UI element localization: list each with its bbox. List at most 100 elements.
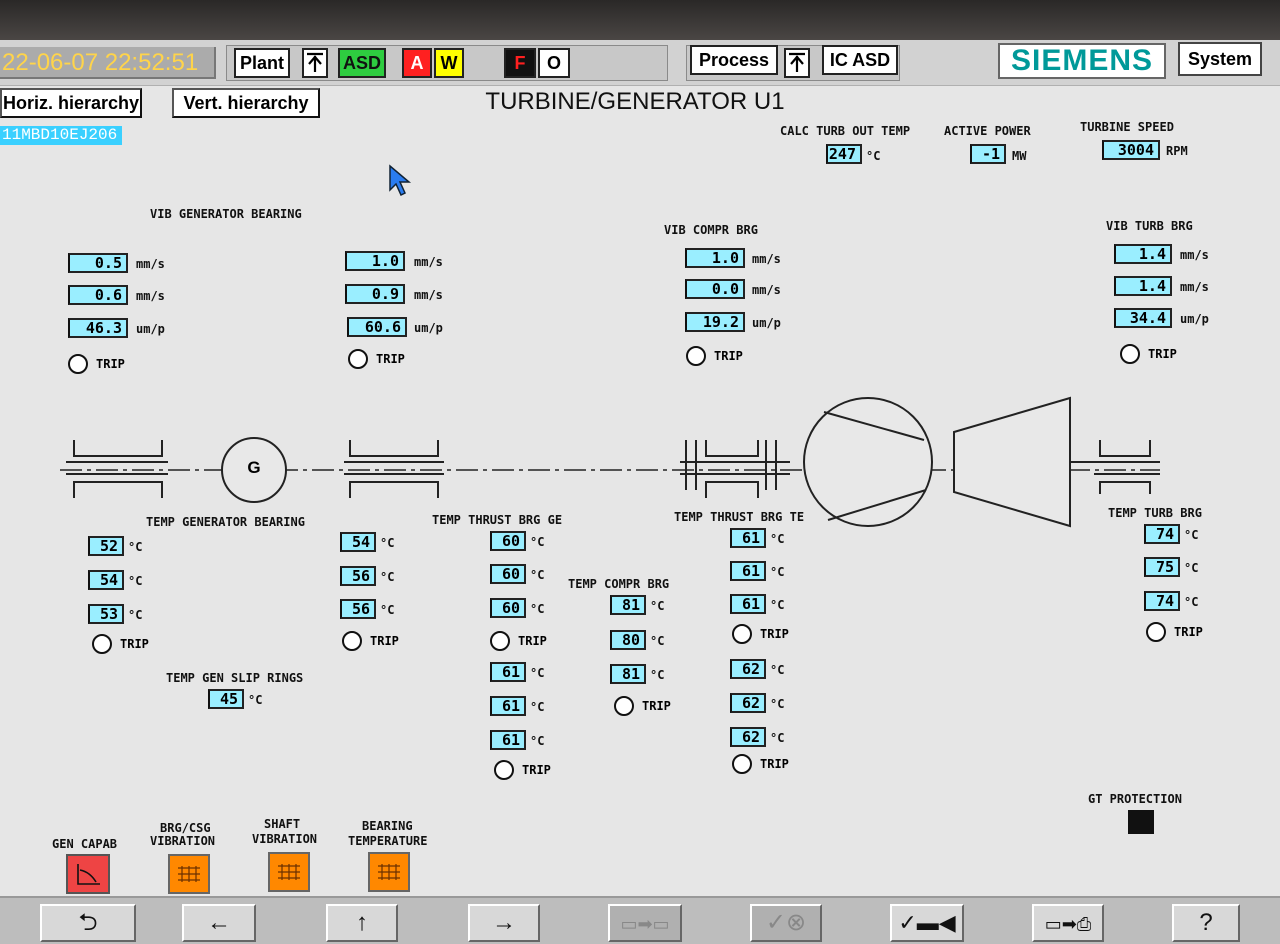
- trip-indicator[interactable]: TRIP: [490, 631, 547, 651]
- vert-hierarchy-button[interactable]: Vert. hierarchy: [172, 88, 320, 118]
- gen-capab-button[interactable]: [66, 854, 110, 894]
- next-button[interactable]: →: [468, 904, 540, 942]
- turbine-speed-value[interactable]: 3004: [1102, 140, 1160, 160]
- temp-gen2-value[interactable]: 54: [340, 532, 376, 552]
- calc-turb-out-temp-value[interactable]: 247: [826, 144, 862, 164]
- selected-tag[interactable]: 11MBD10EJ206: [0, 126, 122, 145]
- vib-turb-brg-label: VIB TURB BRG: [1106, 219, 1193, 233]
- trip-indicator[interactable]: TRIP: [342, 631, 399, 651]
- temp-compr-value[interactable]: 81: [610, 664, 646, 684]
- temp-unit: °C: [530, 700, 545, 714]
- gt-protection-indicator[interactable]: [1128, 810, 1154, 834]
- vib-gen1-value[interactable]: 0.6: [68, 285, 128, 305]
- acknowledge-icon: ✓⊗: [765, 909, 807, 936]
- temp-slip-rings-value[interactable]: 45: [208, 689, 244, 709]
- vib-compr-value[interactable]: 0.0: [685, 279, 745, 299]
- temp-thrust-ge-value[interactable]: 61: [490, 662, 526, 682]
- temp-thrust-ge-value[interactable]: 60: [490, 531, 526, 551]
- trip-indicator[interactable]: TRIP: [68, 354, 125, 374]
- trip-indicator[interactable]: TRIP: [614, 696, 671, 716]
- active-power-value[interactable]: -1: [970, 144, 1006, 164]
- temp-thrust-te-value[interactable]: 61: [730, 594, 766, 614]
- trip-indicator[interactable]: TRIP: [348, 349, 405, 369]
- temp-thrust-te-value[interactable]: 61: [730, 561, 766, 581]
- trip-indicator[interactable]: TRIP: [494, 760, 551, 780]
- trip-indicator[interactable]: TRIP: [1120, 344, 1177, 364]
- temp-thrust-te-value[interactable]: 62: [730, 659, 766, 679]
- vib-turb-value[interactable]: 1.4: [1114, 244, 1172, 264]
- trip-indicator[interactable]: TRIP: [732, 754, 789, 774]
- temp-gen1-value[interactable]: 54: [88, 570, 124, 590]
- temp-turb-value[interactable]: 75: [1144, 557, 1180, 577]
- temp-unit: °C: [380, 603, 395, 617]
- previous-button[interactable]: ←: [182, 904, 256, 942]
- temp-thrust-ge-value[interactable]: 60: [490, 598, 526, 618]
- arrow-up-icon: ↑: [356, 909, 368, 936]
- vib-gen2-value[interactable]: 1.0: [345, 251, 405, 271]
- temp-unit: °C: [380, 536, 395, 550]
- plant-up-button[interactable]: [302, 48, 328, 78]
- alarm-a-button[interactable]: A: [402, 48, 432, 78]
- temp-thrust-te-value[interactable]: 61: [730, 528, 766, 548]
- vib-gen2-value[interactable]: 0.9: [345, 284, 405, 304]
- temp-gen2-value[interactable]: 56: [340, 599, 376, 619]
- trip-lamp-icon: [732, 754, 752, 774]
- vib-unit: um/p: [136, 322, 165, 336]
- process-up-button[interactable]: [784, 48, 810, 78]
- print-icon: ▭➡⎙: [1044, 914, 1092, 934]
- back-button[interactable]: ⮌: [40, 904, 136, 942]
- vib-compr-value[interactable]: 1.0: [685, 248, 745, 268]
- vib-turb-value[interactable]: 34.4: [1114, 308, 1172, 328]
- alarm-o-button[interactable]: O: [538, 48, 570, 78]
- return-arrow-icon: ⮌: [78, 909, 98, 936]
- ic-asd-button[interactable]: IC ASD: [822, 45, 898, 75]
- temp-gen1-value[interactable]: 52: [88, 536, 124, 556]
- temp-thrust-ge-value[interactable]: 61: [490, 696, 526, 716]
- vib-gen1-value[interactable]: 0.5: [68, 253, 128, 273]
- trip-lamp-icon: [92, 634, 112, 654]
- temp-gen1-value[interactable]: 53: [88, 604, 124, 624]
- horiz-hierarchy-button[interactable]: Horiz. hierarchy: [0, 88, 142, 118]
- print-screen-button[interactable]: ▭➡⎙: [1032, 904, 1104, 942]
- gt-protection-label: GT PROTECTION: [1088, 792, 1182, 806]
- shaft-vibration-button[interactable]: [268, 852, 310, 892]
- trip-lamp-icon: [614, 696, 634, 716]
- shaft-label-2: VIBRATION: [252, 832, 318, 846]
- alarm-w-button[interactable]: W: [434, 48, 464, 78]
- bearing-temperature-button[interactable]: [368, 852, 410, 892]
- temp-thrust-ge-value[interactable]: 61: [490, 730, 526, 750]
- temp-unit: °C: [770, 565, 785, 579]
- temp-unit: °C: [128, 608, 143, 622]
- trip-indicator[interactable]: TRIP: [92, 634, 149, 654]
- trip-indicator[interactable]: TRIP: [1146, 622, 1203, 642]
- temp-gen2-value[interactable]: 56: [340, 566, 376, 586]
- trip-indicator[interactable]: TRIP: [732, 624, 789, 644]
- temp-thrust-te-value[interactable]: 62: [730, 693, 766, 713]
- vib-gen2-value[interactable]: 60.6: [347, 317, 407, 337]
- vib-compr-value[interactable]: 19.2: [685, 312, 745, 332]
- alarm-f-button[interactable]: F: [504, 48, 536, 78]
- temp-compr-value[interactable]: 80: [610, 630, 646, 650]
- help-button[interactable]: ?: [1172, 904, 1240, 942]
- vib-gen1-value[interactable]: 46.3: [68, 318, 128, 338]
- temp-turb-value[interactable]: 74: [1144, 524, 1180, 544]
- plant-button[interactable]: Plant: [234, 48, 290, 78]
- temp-thrust-te-value[interactable]: 62: [730, 727, 766, 747]
- up-button[interactable]: ↑: [326, 904, 398, 942]
- process-button[interactable]: Process: [690, 45, 778, 75]
- vib-turb-value[interactable]: 1.4: [1114, 276, 1172, 296]
- vibration-chart-icon: [278, 864, 300, 880]
- temp-turb-value[interactable]: 74: [1144, 591, 1180, 611]
- trip-indicator[interactable]: TRIP: [686, 346, 743, 366]
- acknowledge-all-button[interactable]: ✓▬◀: [890, 904, 964, 942]
- temp-compr-value[interactable]: 81: [610, 595, 646, 615]
- vib-unit: mm/s: [136, 257, 165, 271]
- brg-csg-vibration-button[interactable]: [168, 854, 210, 894]
- temp-thrust-ge-value[interactable]: 60: [490, 564, 526, 584]
- acknowledge-button[interactable]: ✓⊗: [750, 904, 822, 942]
- copy-display-button[interactable]: ▭➡▭: [608, 904, 682, 942]
- asd-alarm-button[interactable]: ASD: [338, 48, 386, 78]
- temp-unit: °C: [770, 532, 785, 546]
- system-button[interactable]: System: [1178, 42, 1262, 76]
- calc-turb-out-temp-unit: °C: [866, 149, 881, 163]
